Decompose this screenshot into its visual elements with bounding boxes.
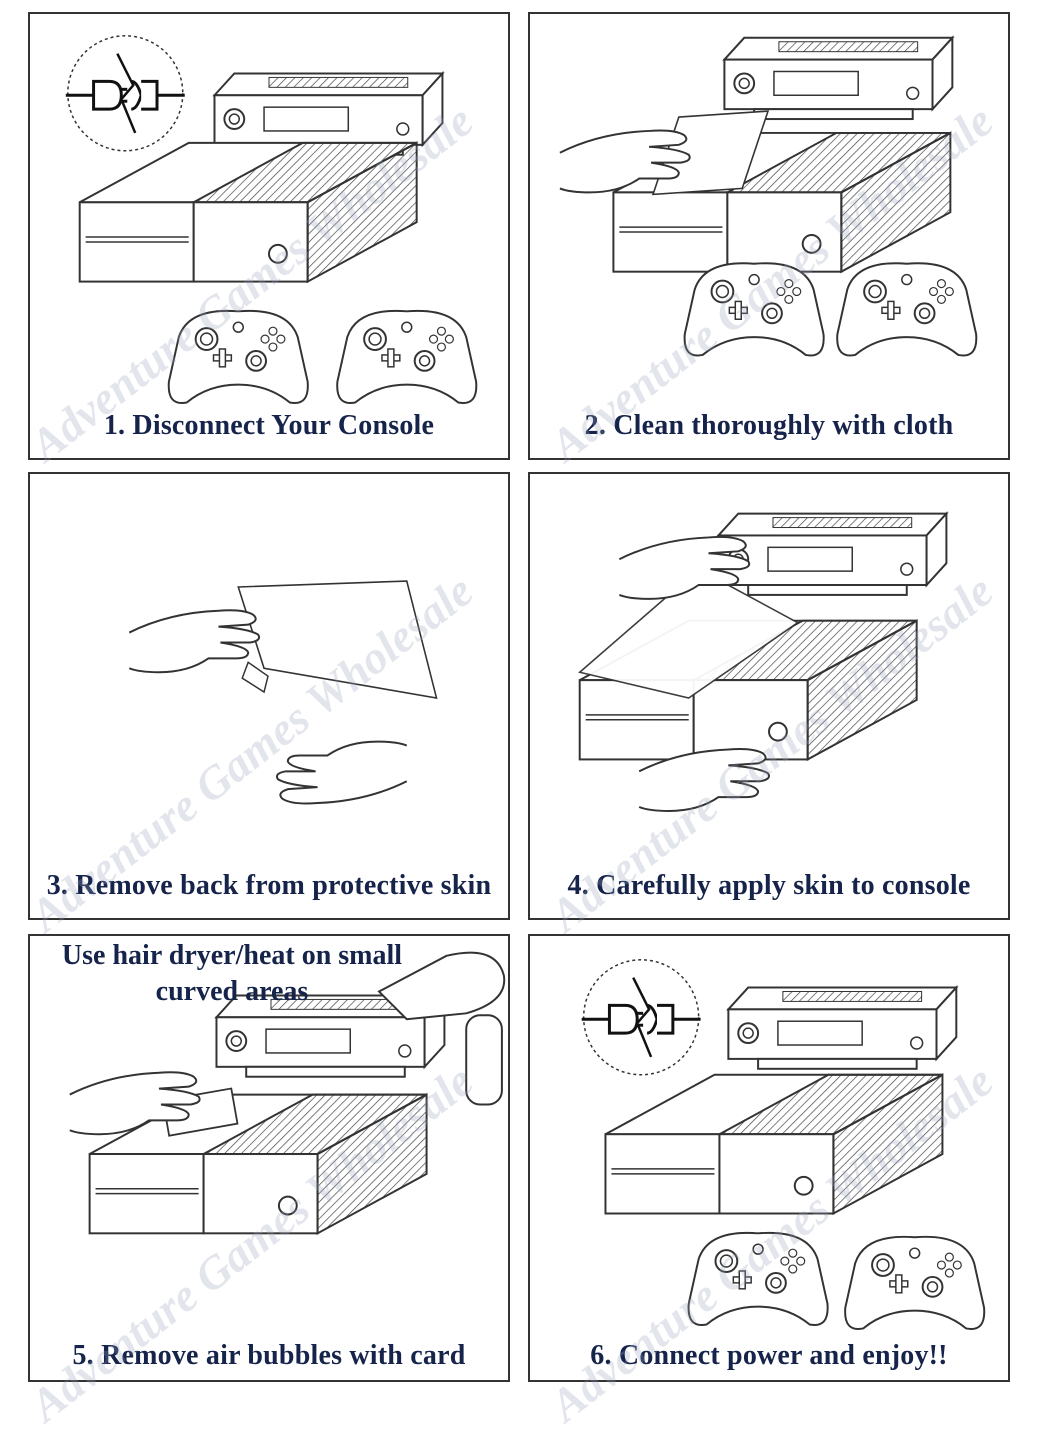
step-6-panel: 6. Connect power and enjoy!! bbox=[528, 934, 1010, 1382]
step-2-panel: 2. Clean thoroughly with cloth bbox=[528, 12, 1010, 460]
step-5-caption: 5. Remove air bubbles with card bbox=[72, 1340, 466, 1371]
controller-icon bbox=[836, 262, 978, 357]
step-4-illustration bbox=[578, 512, 948, 812]
step-1-caption: 1. Disconnect Your Console bbox=[103, 410, 435, 441]
skin-sheet-icon bbox=[578, 568, 800, 699]
step-6-caption: 6. Connect power and enjoy!! bbox=[590, 1340, 948, 1371]
step-4-panel: 4. Carefully apply skin to console bbox=[528, 472, 1010, 920]
step-3-illustration bbox=[128, 580, 438, 805]
step-2-caption: 2. Clean thoroughly with cloth bbox=[584, 410, 954, 441]
kinect-sensor-icon bbox=[727, 986, 958, 1070]
heat-tip-line-1: Use hair dryer/heat on small bbox=[61, 940, 403, 971]
step-5-panel: Use hair dryer/heat on small curved area… bbox=[28, 934, 510, 1382]
step-5-illustration bbox=[68, 951, 506, 1235]
plug-in-icon bbox=[580, 958, 703, 1077]
step-1-panel: 1. Disconnect Your Console bbox=[28, 12, 510, 460]
step-4-caption: 4. Carefully apply skin to console bbox=[567, 870, 971, 901]
step-6-illustration bbox=[580, 958, 986, 1331]
heat-tip-line-2: curved areas bbox=[155, 976, 309, 1007]
peeled-corner-icon bbox=[241, 661, 269, 694]
heat-tip: Use hair dryer/heat on small curved area… bbox=[36, 938, 428, 1010]
hair-dryer-icon bbox=[377, 951, 506, 1106]
controller-icon bbox=[336, 309, 478, 405]
unplug-icon bbox=[64, 34, 187, 153]
kinect-sensor-icon bbox=[717, 512, 948, 596]
step-3-panel: 3. Remove back from protective skin bbox=[28, 472, 510, 920]
hand-icon bbox=[128, 609, 261, 674]
step-2-illustration bbox=[558, 36, 978, 357]
controller-icon bbox=[844, 1235, 986, 1331]
kinect-sensor-icon bbox=[723, 36, 954, 121]
step-3-caption: 3. Remove back from protective skin bbox=[46, 870, 492, 901]
